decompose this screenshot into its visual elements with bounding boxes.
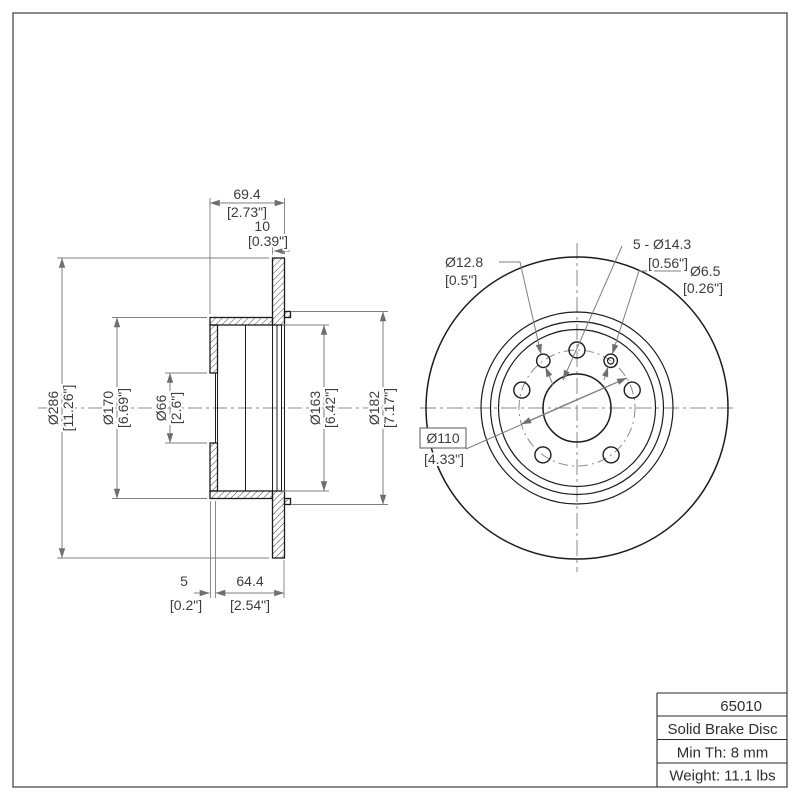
dim-hat-depth-in: [2.54"] bbox=[230, 597, 270, 613]
section-dimension-lines bbox=[58, 199, 387, 597]
section-edges bbox=[210, 325, 285, 491]
part-number: 65010 bbox=[720, 698, 762, 715]
lug-hole bbox=[623, 381, 641, 399]
lug-hole bbox=[602, 446, 620, 464]
hat-rim-circle bbox=[480, 311, 674, 505]
page-border bbox=[12, 12, 788, 788]
callout-lug-holes-mm: 5 - Ø14.3 bbox=[633, 236, 692, 252]
dim-hat-rim-mm: Ø182 bbox=[366, 391, 382, 425]
dim-friction-inner-mm: Ø163 bbox=[307, 391, 323, 425]
hat-fillet-circle bbox=[497, 328, 657, 488]
dim-plate-thickness-mm: 10 bbox=[254, 218, 270, 234]
dim-overall-width-mm: 69.4 bbox=[233, 186, 260, 202]
callout-screw-hole-mm: Ø6.5 bbox=[690, 263, 721, 279]
screw-hole bbox=[606, 356, 615, 365]
center-bore-circle bbox=[542, 373, 612, 443]
dim-outer-dia-in: [11.26"] bbox=[60, 385, 76, 432]
friction-inner-circle bbox=[489, 320, 665, 496]
dim-hat-rim-in: [7.17"] bbox=[381, 388, 397, 428]
section-extension-lines bbox=[57, 198, 388, 598]
section-view: 69.4 [2.73"] 10 [0.39"] Ø286 [11.26"] Ø1… bbox=[38, 184, 399, 615]
dim-plate-thickness-in: [0.39"] bbox=[248, 233, 288, 249]
front-view: Ø12.8 [0.5"] 5 - Ø14.3 [0.56"] Ø6.5 [0.2… bbox=[419, 234, 736, 572]
hat-top-flange bbox=[209, 316, 274, 326]
dim-hat-outer-dia-mm: Ø170 bbox=[100, 391, 116, 425]
bolt-circle-arrow-upper bbox=[559, 377, 627, 408]
leader-screw-hole bbox=[611, 270, 681, 355]
lug-holes bbox=[513, 341, 641, 464]
dim-friction-inner-in: [6.42"] bbox=[322, 388, 338, 428]
bolt-circle-arrow-lower bbox=[521, 406, 561, 425]
lug-hole bbox=[568, 341, 586, 359]
lug-hole bbox=[513, 381, 531, 399]
title-block: 65010 Solid Brake Disc Min Th: 8 mm Weig… bbox=[656, 692, 787, 787]
callout-lug-holes-in: [0.56"] bbox=[648, 255, 688, 271]
leader-pilot-hole bbox=[499, 261, 542, 355]
disc-plate-top-band bbox=[271, 257, 286, 326]
dim-center-bore-in: [2.6"] bbox=[168, 392, 184, 424]
leader-lug-holes bbox=[562, 245, 623, 381]
callout-bolt-circle-in: [4.33"] bbox=[424, 451, 464, 467]
disc-plate-bottom-band bbox=[271, 490, 286, 559]
weight: Weight: 11.1 lbs bbox=[669, 768, 775, 785]
hat-bottom-flange bbox=[209, 490, 274, 500]
bolt-circle bbox=[518, 349, 636, 467]
lug-hole bbox=[534, 446, 552, 464]
dim-hat-depth-mm: 64.4 bbox=[236, 573, 263, 589]
dim-center-bore-mm: Ø66 bbox=[153, 395, 169, 422]
dim-mount-face-mm: 5 bbox=[180, 573, 188, 589]
hat-rim-step-top bbox=[283, 310, 292, 319]
pilot-hole bbox=[535, 353, 551, 369]
dim-outer-dia-mm: Ø286 bbox=[45, 391, 61, 425]
screw-hole-counterbore bbox=[603, 353, 619, 369]
callout-pilot-hole-in: [0.5"] bbox=[445, 272, 477, 288]
mount-wall-upper bbox=[209, 324, 219, 374]
dim-overall-width-in: [2.73"] bbox=[227, 204, 267, 220]
section-material bbox=[209, 257, 292, 559]
leader-pilot-hole-opposite bbox=[545, 366, 554, 386]
min-thickness: Min Th: 8 mm bbox=[677, 745, 768, 762]
bolt-circle-label-box bbox=[419, 427, 467, 449]
leader-screw-hole-opposite bbox=[602, 366, 609, 381]
outer-diameter-circle bbox=[425, 256, 729, 560]
callout-bolt-circle-mm: Ø110 bbox=[426, 430, 459, 446]
callout-pilot-hole-mm: Ø12.8 bbox=[445, 254, 483, 270]
mount-wall-lower bbox=[209, 442, 219, 492]
dim-mount-face-in: [0.2"] bbox=[170, 597, 202, 613]
front-view-leaders bbox=[465, 245, 681, 450]
hat-rim-step-bottom bbox=[283, 497, 292, 506]
callout-screw-hole-in: [0.26"] bbox=[683, 280, 723, 296]
part-description: Solid Brake Disc bbox=[667, 721, 778, 738]
dim-hat-outer-dia-in: [6.69"] bbox=[115, 388, 131, 428]
